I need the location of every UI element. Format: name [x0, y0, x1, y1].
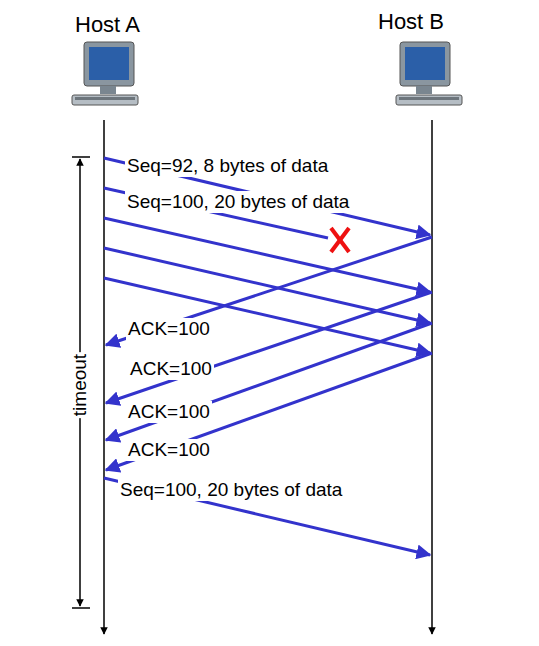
timeline [103, 120, 105, 634]
host-name: Host B [376, 11, 446, 33]
computer-icon [396, 42, 462, 105]
message-label: Seq=92, 8 bytes of data [125, 155, 330, 177]
computer-icon [72, 42, 138, 105]
message-label: Seq=100, 20 bytes of data [118, 479, 344, 501]
timer-label: timeout [69, 352, 91, 418]
host-name: Host A [73, 14, 142, 36]
message-label: ACK=100 [126, 401, 212, 423]
message-arrows [104, 158, 432, 555]
message-label: ACK=100 [128, 358, 214, 380]
loss-mark [331, 228, 349, 252]
message-label: Seq=100, 20 bytes of data [125, 191, 351, 213]
message-label: ACK=100 [126, 318, 212, 340]
message-label: ACK=100 [126, 439, 212, 461]
timeline [431, 120, 433, 634]
